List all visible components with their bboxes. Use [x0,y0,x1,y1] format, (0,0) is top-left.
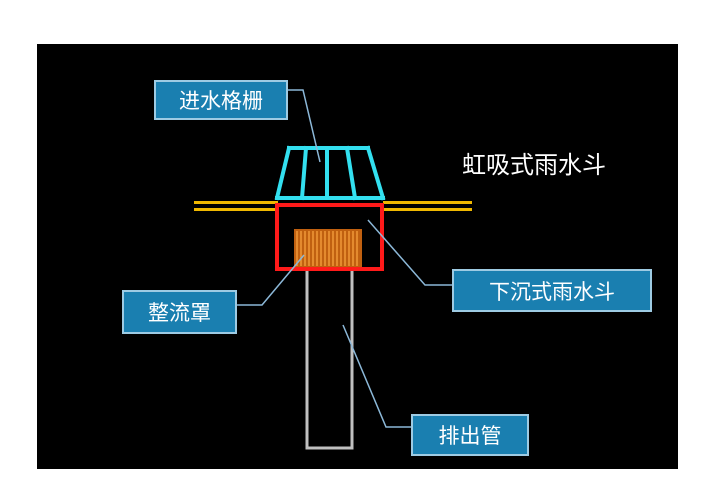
rectifier-body [294,229,362,268]
rectifier-stripes [296,231,358,266]
roof-slab [194,201,472,211]
label-drain-pipe: 排出管 [411,414,529,456]
roof-slab-left-lower [194,208,278,211]
leader-sunken-hopper [367,219,452,286]
roof-slab-right-lower [383,208,472,211]
drain-pipe-outline [305,271,354,450]
roof-slab-right [383,201,472,204]
diagram-title: 虹吸式雨水斗 [462,151,606,179]
grille-bar-4 [344,145,358,201]
roof-slab-left [194,201,278,204]
grille-bar-1 [274,145,292,201]
leader-rectifier-cover [237,254,305,306]
drain-pipe [305,271,354,450]
inlet-grille [274,145,386,201]
rectifier-cover [294,229,362,268]
grille-bar-2 [299,145,309,201]
label-sunken-hopper: 下沉式雨水斗 [452,269,652,312]
label-rectifier-cover: 整流罩 [122,290,237,334]
leader-lines [237,89,452,428]
grille-bar-5 [365,145,386,201]
leader-drain-pipe [342,324,411,428]
label-inlet-grille: 进水格栅 [154,80,288,120]
leader-inlet-grille [288,89,321,163]
